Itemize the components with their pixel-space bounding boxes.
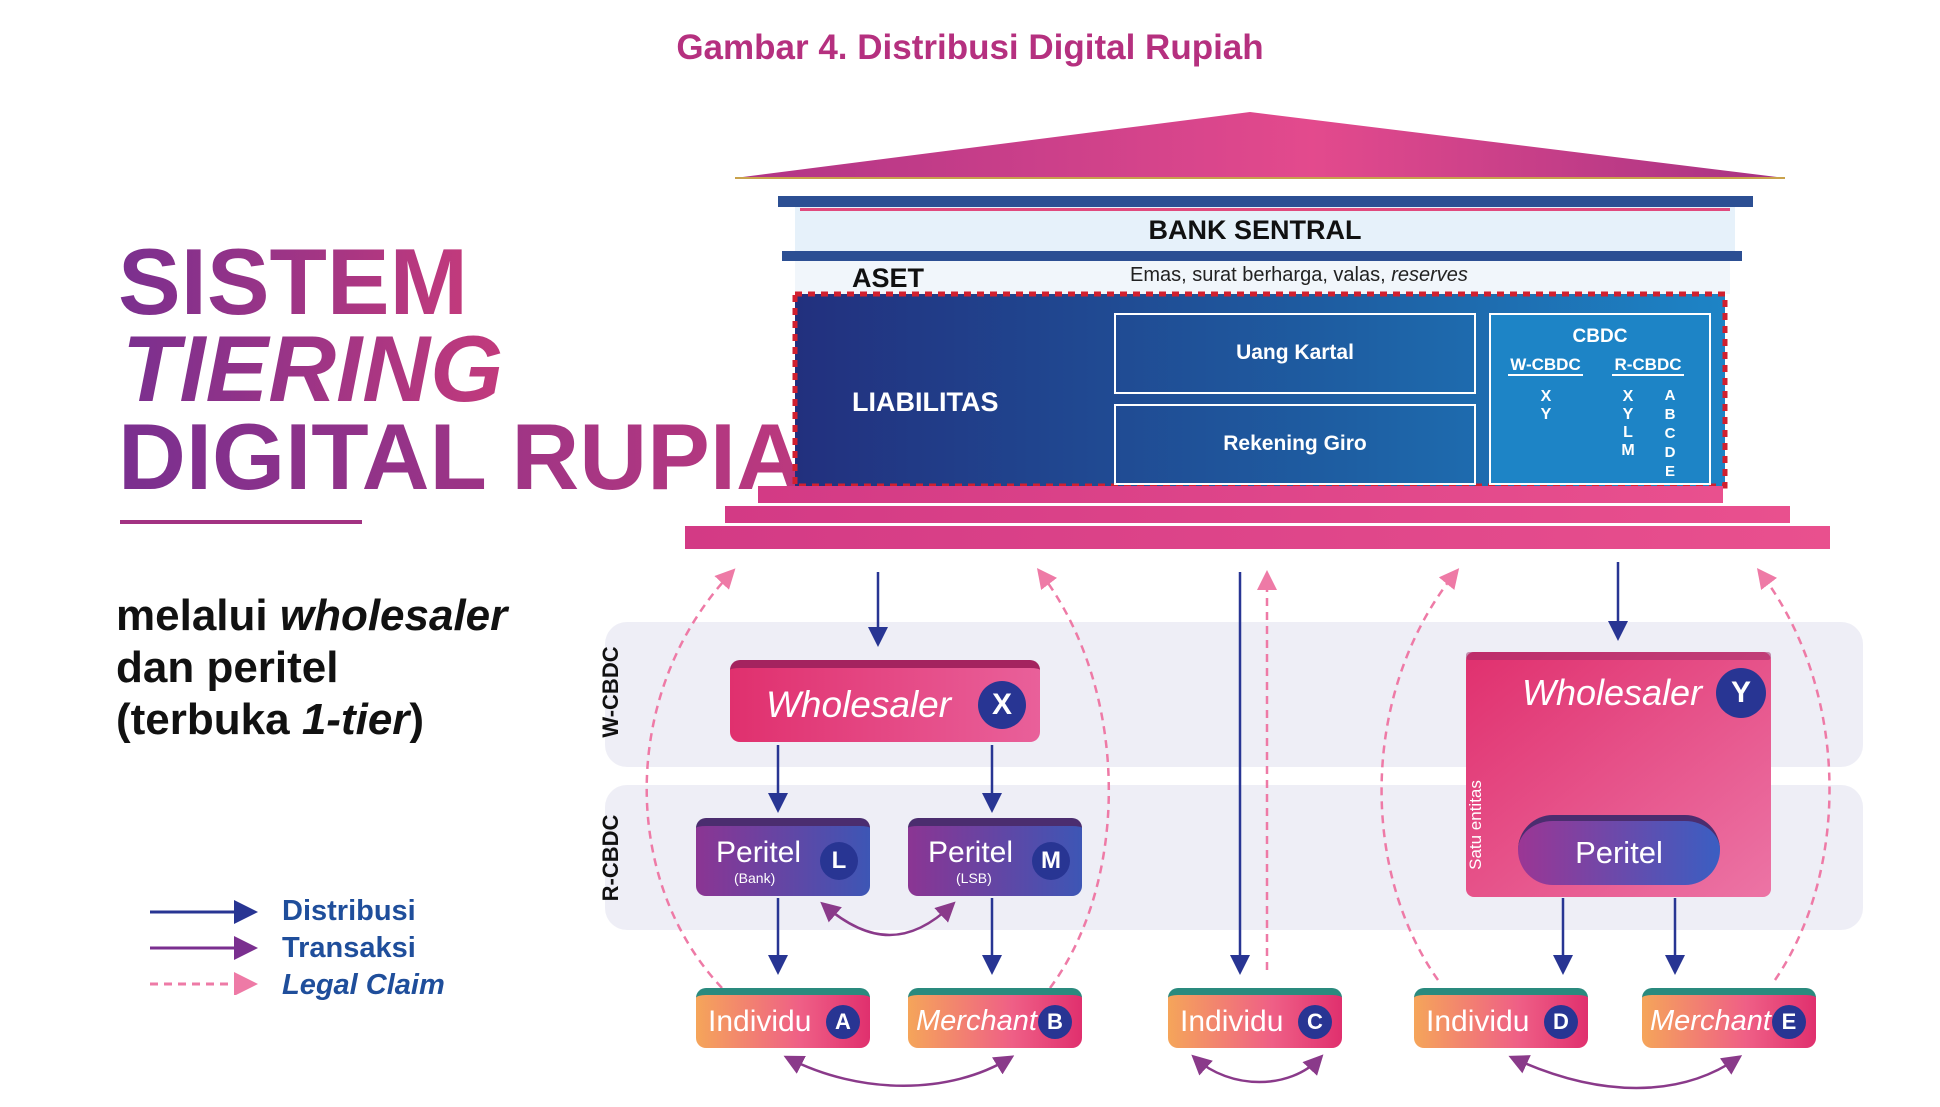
- legal-claim-arc-e: [1756, 568, 1831, 981]
- end-user-e-badge: E: [1772, 1004, 1806, 1039]
- end-user-a: Individu A: [696, 988, 870, 1048]
- cbdc-w-header: W-CBDC: [1510, 355, 1581, 374]
- legend-legal-claim: Legal Claim: [282, 969, 445, 1001]
- cbdc-label: CBDC: [1572, 326, 1628, 347]
- peritel-l-badge: L: [820, 842, 858, 880]
- peritel-l-label: Peritel: [716, 836, 802, 869]
- aset-band: [795, 261, 1730, 294]
- pediment-bottom-beam: [782, 251, 1742, 261]
- end-user-c-label: Individu: [1180, 1004, 1284, 1038]
- uang-kartal-box: [1114, 313, 1476, 394]
- headline-underline: [120, 520, 362, 524]
- step-1: [758, 486, 1723, 503]
- legal-claim-arc-a: [645, 568, 736, 989]
- wholesaler-x-node: Wholesaler X: [730, 660, 1040, 742]
- headline-line1: SISTEM: [118, 229, 468, 334]
- legend-transaksi: Transaksi: [282, 932, 416, 964]
- liabilitas-label: LIABILITAS: [852, 387, 999, 417]
- end-user-b-badge: B: [1038, 1004, 1072, 1039]
- wholesaler-y-label: Wholesaler: [1522, 672, 1703, 713]
- peritel-m-badge: M: [1032, 842, 1070, 880]
- headline-line3: DIGITAL RUPIAH: [118, 404, 872, 509]
- cbdc-r-header: R-CBDC: [1614, 355, 1682, 374]
- legal-claim-arc-b: [1036, 568, 1110, 989]
- aset-label: ASET: [852, 263, 925, 293]
- peritel-y-label: Peritel: [1575, 835, 1663, 870]
- aset-text: Emas, surat berharga, valas, reserves: [1130, 264, 1468, 286]
- peritel-m-sub: (LSB): [956, 870, 992, 886]
- rekening-giro-label: Rekening Giro: [1223, 432, 1367, 455]
- trans-c-self: [1191, 1054, 1324, 1084]
- subtitle-line3: (terbuka 1-tier): [116, 695, 425, 744]
- end-user-d-badge: D: [1544, 1004, 1578, 1039]
- end-user-b-label: Merchant: [916, 1005, 1037, 1037]
- peritel-y-node: Peritel: [1518, 815, 1720, 885]
- end-user-a-badge: A: [826, 1004, 860, 1039]
- r-cbdc-band-label: R-CBDC: [598, 814, 623, 902]
- step-2: [725, 506, 1790, 523]
- roof: [735, 112, 1785, 178]
- legal-claim-arc-d: [1380, 568, 1460, 981]
- wholesaler-y-badge: Y: [1716, 668, 1766, 718]
- end-user-c-badge: C: [1298, 1004, 1332, 1039]
- end-user-d: Individu D: [1414, 988, 1588, 1048]
- subtitle-line2: dan peritel: [116, 643, 339, 692]
- peritel-m-label: Peritel: [928, 836, 1014, 869]
- legend-arrows: [150, 900, 258, 995]
- pediment-dentils: [800, 208, 1730, 211]
- end-user-e-label: Merchant: [1650, 1005, 1771, 1037]
- peritel-l-node: Peritel (Bank) L: [696, 818, 870, 896]
- end-user-a-label: Individu: [708, 1004, 812, 1038]
- headline-line2: TIERING: [122, 316, 504, 421]
- trans-peritel-l-m: [820, 901, 956, 937]
- pediment-top-beam: [778, 196, 1753, 207]
- end-user-e: Merchant E: [1642, 988, 1816, 1048]
- rekening-giro-box: [1114, 404, 1476, 485]
- end-user-b: Merchant B: [908, 988, 1082, 1048]
- trans-d-e: [1508, 1055, 1743, 1090]
- subtitle-line1: melalui wholesaler: [116, 591, 508, 640]
- figure-title: Gambar 4. Distribusi Digital Rupiah: [676, 28, 1264, 67]
- wholesaler-y-side-label: Satu entitas: [1466, 780, 1485, 870]
- wholesaler-x-label: Wholesaler: [766, 684, 952, 725]
- step-3: [685, 526, 1830, 549]
- end-user-c: Individu C: [1168, 988, 1342, 1048]
- legend-distribusi: Distribusi: [282, 895, 416, 927]
- peritel-l-sub: (Bank): [734, 870, 776, 886]
- trans-a-b: [783, 1055, 1015, 1087]
- uang-kartal-label: Uang Kartal: [1236, 341, 1354, 364]
- bank-name: BANK SENTRAL: [1148, 215, 1362, 245]
- w-cbdc-band-label: W-CBDC: [598, 646, 623, 738]
- wholesaler-x-badge: X: [978, 681, 1026, 729]
- end-user-d-label: Individu: [1426, 1004, 1530, 1038]
- cbdc-box: [1489, 313, 1711, 485]
- peritel-m-node: Peritel (LSB) M: [908, 818, 1082, 896]
